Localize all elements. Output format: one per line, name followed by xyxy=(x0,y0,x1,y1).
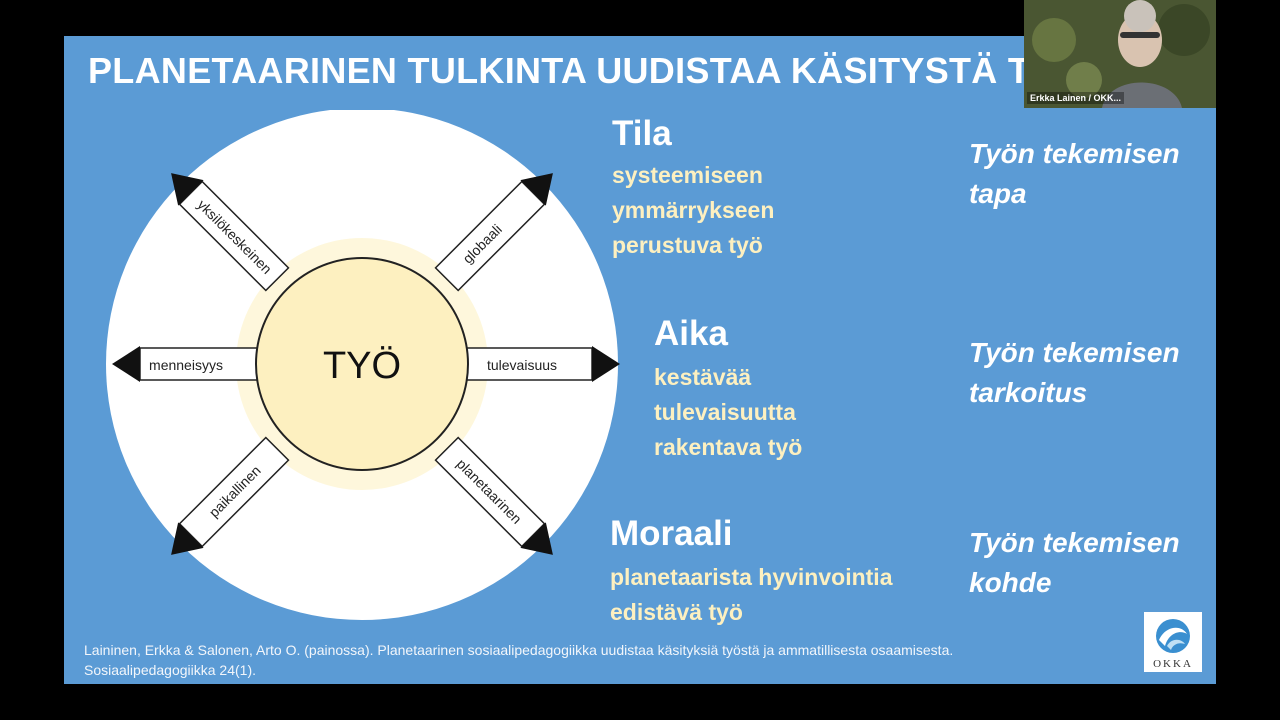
arrow-label-tulevaisuus: tulevaisuus xyxy=(487,357,557,373)
section-aika-note: Työn tekemisen tarkoitus xyxy=(969,333,1180,413)
section-line: kestävää xyxy=(654,364,752,390)
note-line: Työn tekemisen xyxy=(969,337,1180,368)
okka-logo-text: OKKA xyxy=(1153,658,1193,670)
section-moraali-body: planetaarista hyvinvointia edistävä työ xyxy=(610,560,892,630)
presentation-slide: PLANETAARINEN TULKINTA UUDISTAA KÄSITYST… xyxy=(64,36,1216,684)
okka-swirl-icon xyxy=(1156,619,1190,653)
section-tila-note: Työn tekemisen tapa xyxy=(969,134,1180,214)
section-line: ymmärrykseen xyxy=(612,197,775,223)
citation-line: Laininen, Erkka & Salonen, Arto O. (pain… xyxy=(84,642,954,658)
center-label: TYÖ xyxy=(323,345,401,387)
section-line: edistävä työ xyxy=(610,599,743,625)
center-circle xyxy=(255,257,469,471)
note-line: kohde xyxy=(969,567,1052,598)
section-aika-body: kestävää tulevaisuutta rakentava työ xyxy=(654,360,802,465)
note-line: tapa xyxy=(969,178,1027,209)
section-moraali-note: Työn tekemisen kohde xyxy=(969,523,1180,603)
section-line: systeemiseen xyxy=(612,162,763,188)
note-line: Työn tekemisen xyxy=(969,527,1180,558)
work-diagram: menneisyys tulevaisuus globaali planetaa… xyxy=(106,110,620,620)
section-line: rakentava työ xyxy=(654,434,803,460)
webcam-video xyxy=(1024,0,1216,108)
arrow-label-menneisyys: menneisyys xyxy=(149,357,223,373)
slide-title: PLANETAARINEN TULKINTA UUDISTAA KÄSITYST… xyxy=(88,50,1156,91)
participant-name: Erkka Lainen / OKK... xyxy=(1027,92,1125,104)
section-tila-body: systeemiseen ymmärrykseen perustuva työ xyxy=(612,158,774,263)
citation: Laininen, Erkka & Salonen, Arto O. (pain… xyxy=(84,640,953,680)
note-line: tarkoitus xyxy=(969,377,1088,408)
okka-logo: OKKA xyxy=(1144,612,1202,672)
webcam-thumbnail[interactable]: Erkka Lainen / OKK... xyxy=(1024,0,1216,108)
section-moraali-heading: Moraali xyxy=(610,514,733,553)
section-aika-heading: Aika xyxy=(654,314,728,353)
arrow-right xyxy=(461,346,620,382)
section-line: planetaarista hyvinvointia xyxy=(610,564,893,590)
arrow-left xyxy=(112,346,263,382)
section-line: perustuva työ xyxy=(612,232,763,258)
note-line: Työn tekemisen xyxy=(969,138,1180,169)
citation-line: Sosiaalipedagogiikka 24(1). xyxy=(84,662,256,678)
section-tila-heading: Tila xyxy=(612,114,672,153)
section-line: tulevaisuutta xyxy=(654,399,796,425)
